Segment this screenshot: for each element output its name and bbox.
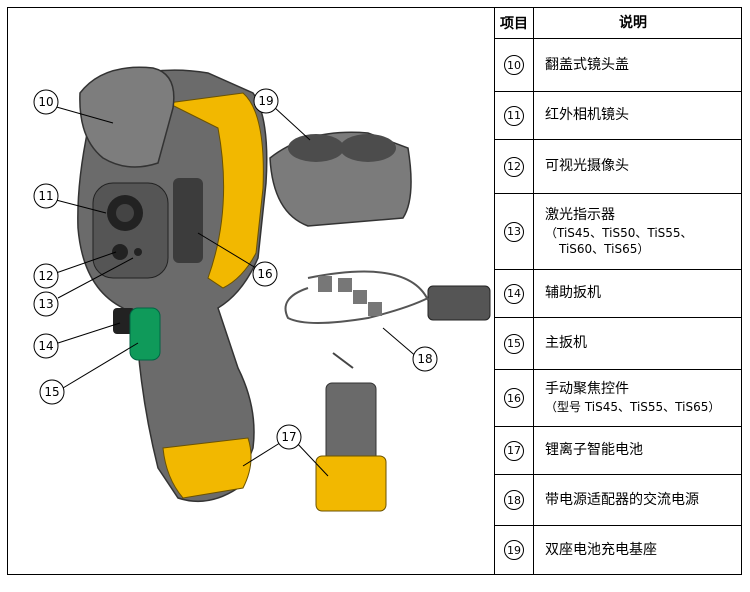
item-desc-line: （型号 TiS45、TiS55、TiS65） <box>545 400 721 415</box>
item-desc-line: （TiS45、TiS50、TiS55、 <box>545 225 693 240</box>
callout-11 <box>33 183 59 209</box>
camera-figure: 10 11 12 13 14 15 16 17 18 19 <box>8 8 495 574</box>
table-row: 14 辅助扳机 <box>495 270 741 318</box>
table-row: 19 双座电池充电基座 <box>495 526 741 574</box>
item-number: 15 <box>504 333 524 354</box>
item-desc: 翻盖式镜头盖 <box>545 56 629 73</box>
item-desc-line: 手动聚焦控件 <box>545 381 629 398</box>
table-row: 16 手动聚焦控件 （型号 TiS45、TiS55、TiS65） <box>495 370 741 427</box>
item-number: 12 <box>504 156 524 177</box>
header-desc: 说明 <box>619 14 647 31</box>
item-desc-line: 激光指示器 <box>545 206 615 223</box>
callout-label: 19 <box>258 94 273 108</box>
item-desc-line: TiS60、TiS65） <box>559 241 650 256</box>
callout-label: 16 <box>257 267 272 281</box>
table-header: 项目 说明 <box>495 8 741 39</box>
callout-13 <box>33 291 59 317</box>
callout-label: 18 <box>417 352 432 366</box>
callout-19 <box>253 88 279 114</box>
callout-12 <box>33 263 59 289</box>
item-desc: 辅助扳机 <box>545 285 601 302</box>
header-item: 项目 <box>495 8 534 38</box>
item-number: 19 <box>504 540 524 560</box>
callout-label: 15 <box>44 385 59 399</box>
item-desc: 带电源适配器的交流电源 <box>545 491 699 508</box>
item-number: 17 <box>504 440 524 461</box>
callout-label: 10 <box>38 95 53 109</box>
item-desc: 锂离子智能电池 <box>545 442 643 459</box>
callout-17 <box>276 424 302 450</box>
item-number: 10 <box>504 55 524 75</box>
camera-illustration: 10 11 12 13 14 15 16 17 18 19 <box>33 66 491 512</box>
callout-10 <box>33 89 59 115</box>
item-number: 14 <box>504 283 524 304</box>
callout-label: 17 <box>281 430 296 444</box>
callout-label: 12 <box>38 269 53 283</box>
callout-15 <box>39 379 65 405</box>
callout-label: 13 <box>38 297 53 311</box>
callout-14 <box>33 333 59 359</box>
item-number: 18 <box>504 490 524 510</box>
table-row: 13 激光指示器 （TiS45、TiS50、TiS55、 TiS60、TiS65… <box>495 194 741 270</box>
callout-label: 14 <box>38 339 53 353</box>
item-number: 13 <box>504 221 524 242</box>
item-desc: 可视光摄像头 <box>545 158 629 175</box>
item-desc: 红外相机镜头 <box>545 107 629 124</box>
callout-16 <box>252 261 278 287</box>
item-number: 16 <box>504 388 524 408</box>
parts-table: 项目 说明 10 翻盖式镜头盖 11 红外相机镜头 12 可视光摄像头 13 激… <box>495 8 741 574</box>
item-desc: 主扳机 <box>545 335 587 352</box>
table-row: 12 可视光摄像头 <box>495 140 741 194</box>
table-row: 17 锂离子智能电池 <box>495 427 741 475</box>
table-row: 11 红外相机镜头 <box>495 92 741 140</box>
table-row: 15 主扳机 <box>495 318 741 370</box>
table-row: 18 带电源适配器的交流电源 <box>495 475 741 526</box>
table-row: 10 翻盖式镜头盖 <box>495 39 741 92</box>
document-frame: 10 11 12 13 14 15 16 17 18 19 项目 说明 10 翻… <box>7 7 742 575</box>
item-desc: 双座电池充电基座 <box>545 541 657 558</box>
callout-18 <box>412 346 438 372</box>
callout-label: 11 <box>38 189 53 203</box>
item-number: 11 <box>504 105 524 126</box>
